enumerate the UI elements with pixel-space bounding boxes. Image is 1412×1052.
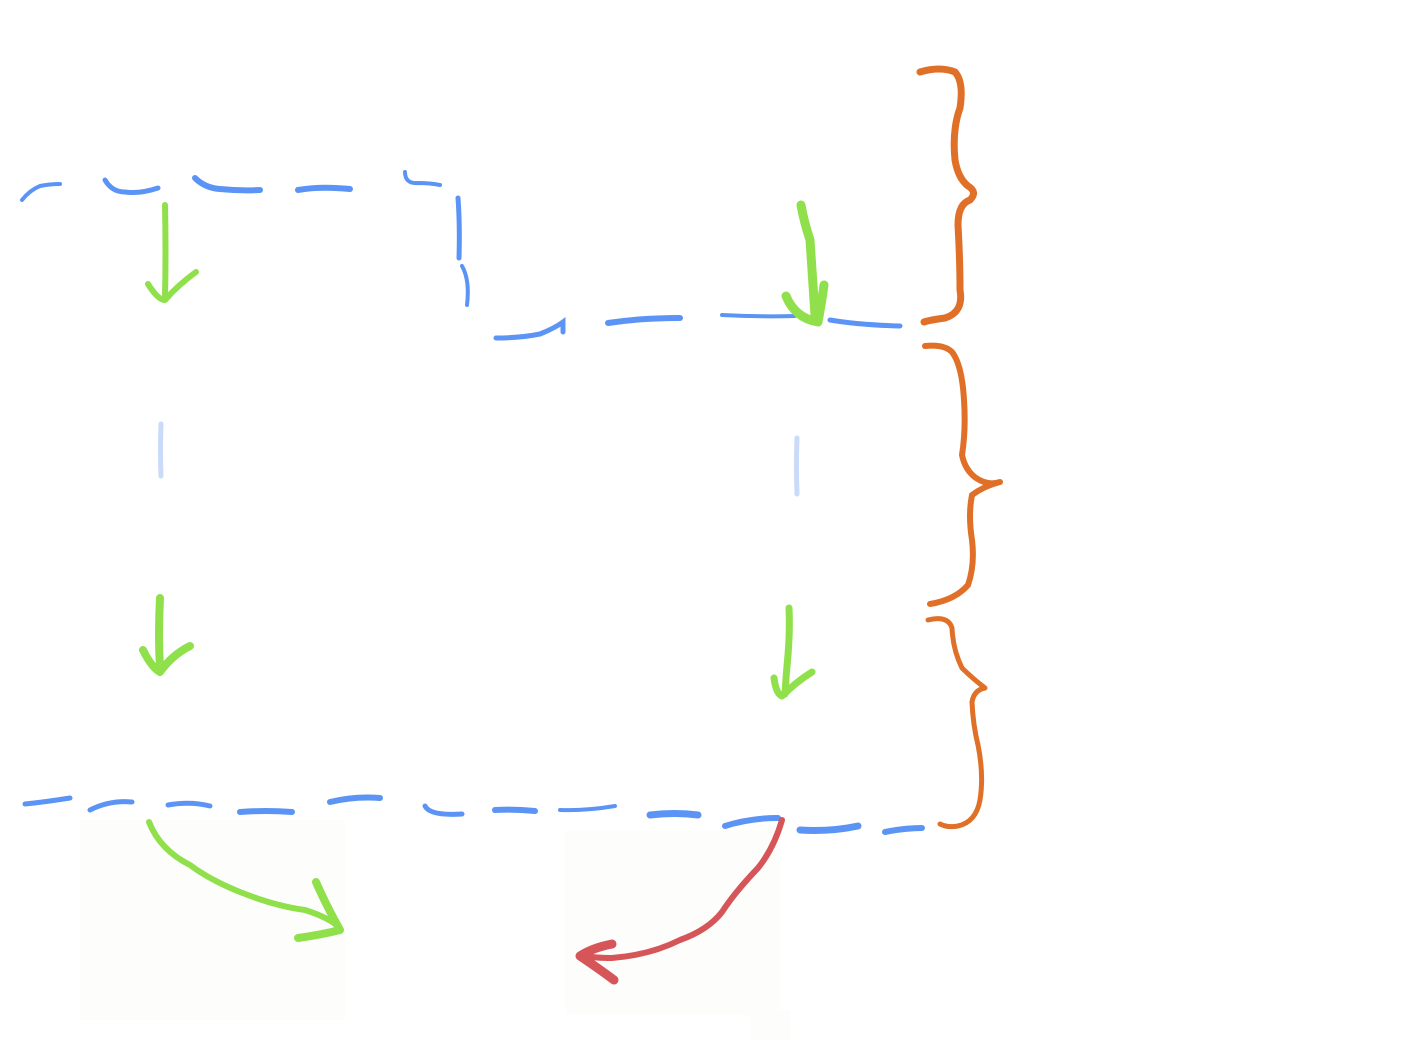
down-arrow-icon bbox=[781, 200, 829, 327]
left-shadow-panel bbox=[80, 820, 345, 1020]
braces bbox=[916, 65, 1003, 830]
down-arrow-icon bbox=[770, 604, 816, 700]
down-arrow-icon bbox=[139, 594, 194, 676]
right-shadow-panel bbox=[565, 830, 780, 1015]
left-top-down-arrow bbox=[145, 202, 199, 303]
curved-arrow-icon bbox=[146, 819, 343, 931]
down-arrow-icon bbox=[145, 202, 199, 303]
left-middle-down-arrow bbox=[139, 594, 194, 676]
shadow-panels bbox=[80, 820, 790, 1040]
bottom-boundary bbox=[22, 794, 925, 835]
flow-arrows bbox=[139, 200, 829, 942]
small-shadow-panel bbox=[750, 1010, 790, 1040]
upper-brace bbox=[916, 65, 977, 326]
curved-arrow-icon bbox=[582, 817, 785, 961]
middle-brace bbox=[922, 342, 1003, 607]
bottom-left-red-arrow bbox=[575, 817, 785, 985]
arrow-head bbox=[294, 878, 344, 942]
arrow-head bbox=[575, 939, 619, 985]
top-boundary bbox=[20, 170, 903, 341]
bottom-right-curved-arrow bbox=[146, 819, 344, 942]
right-middle-down-arrow bbox=[770, 604, 816, 700]
middle-boundary bbox=[158, 421, 800, 497]
right-top-down-arrow bbox=[781, 200, 829, 327]
lower-brace bbox=[925, 616, 988, 830]
